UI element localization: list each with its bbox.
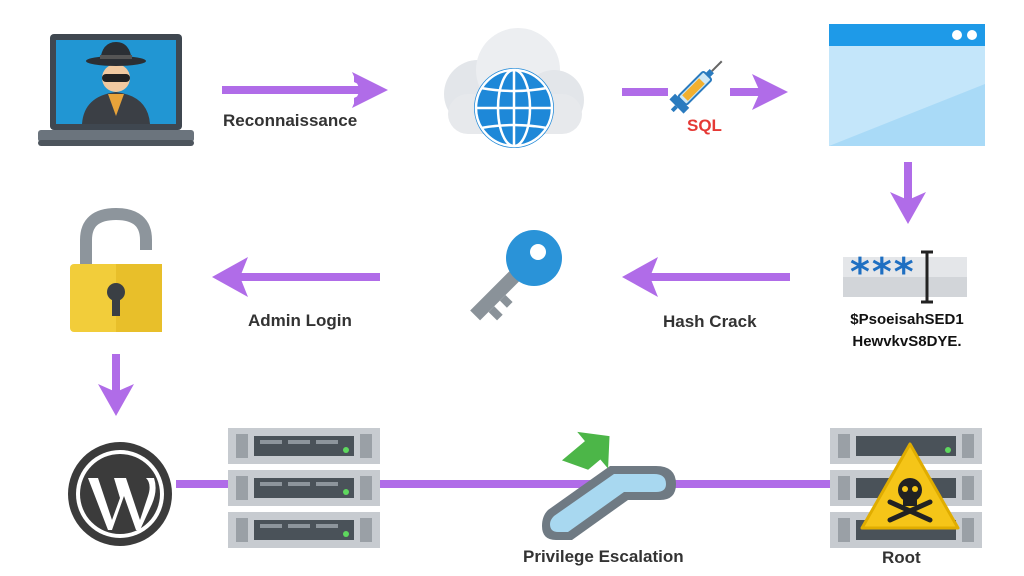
server-rack-icon xyxy=(228,428,380,548)
wordpress-icon xyxy=(66,440,174,548)
syringe-icon xyxy=(662,56,732,116)
padlock-open-icon xyxy=(66,206,166,336)
hacker-laptop-icon xyxy=(38,34,194,150)
connector-line xyxy=(176,480,832,488)
cloud-globe-icon xyxy=(438,24,588,154)
reconnaissance-label: Reconnaissance xyxy=(223,111,358,130)
hash-line-2: HewvkvS8DYE. xyxy=(852,333,962,350)
admin-login-label: Admin Login xyxy=(248,311,352,330)
arrow-right-2 xyxy=(622,74,788,110)
arrow-down-2 xyxy=(96,354,136,416)
skull-warning-icon xyxy=(860,442,960,532)
privilege-escalation-label: Privilege Escalation xyxy=(523,547,684,566)
root-label: Root xyxy=(882,548,921,567)
arrow-left-2 xyxy=(212,257,380,297)
hash-text: $PsoeisahSED1 HewvkvS8DYE. xyxy=(832,309,982,353)
hash-crack-label: Hash Crack xyxy=(663,312,757,331)
masked-password: *** xyxy=(850,250,916,294)
key-icon xyxy=(458,222,570,334)
arrow-left-1 xyxy=(622,257,790,297)
password-field-icon xyxy=(843,249,971,305)
arrow-right-1 xyxy=(222,72,388,108)
arrow-down-1 xyxy=(888,162,928,224)
browser-window-icon xyxy=(829,24,985,146)
sql-label: SQL xyxy=(687,116,722,135)
escalator-icon xyxy=(536,420,686,550)
hash-line-1: $PsoeisahSED1 xyxy=(850,311,964,328)
